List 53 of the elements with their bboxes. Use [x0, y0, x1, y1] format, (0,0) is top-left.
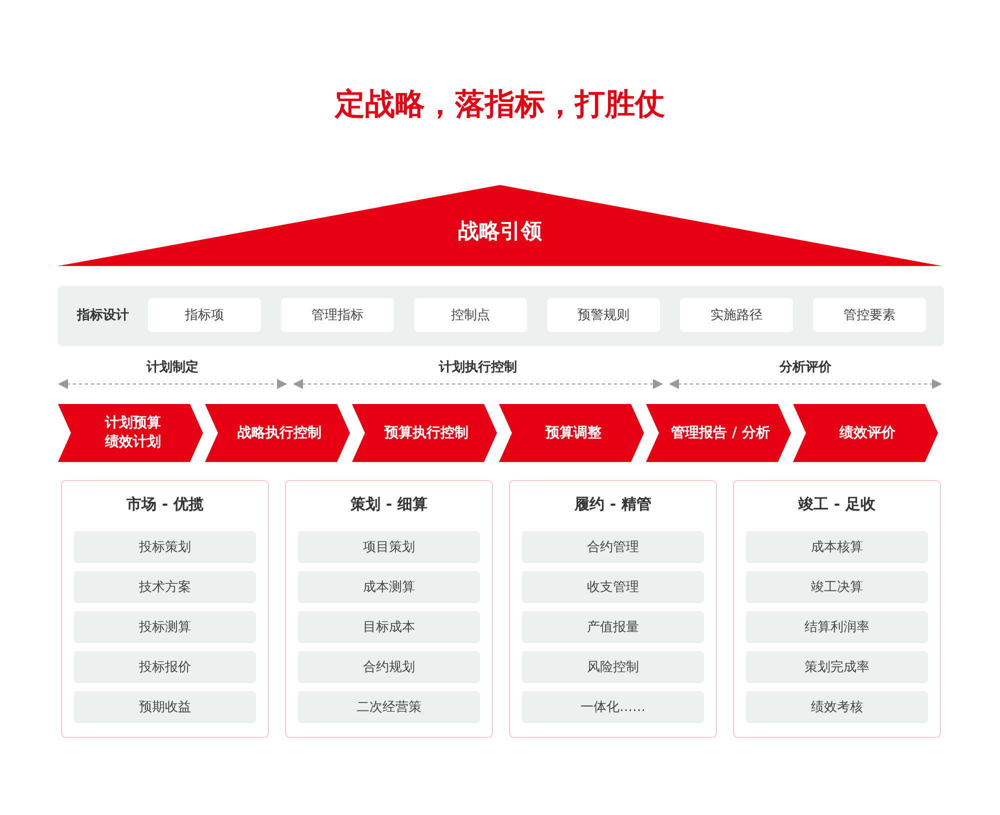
step-label: 预算调整 [544, 424, 602, 443]
item-box: 风险控制 [522, 651, 704, 683]
indicator-box: 管控要素 [813, 298, 926, 332]
item-box: 收支管理 [522, 571, 704, 603]
process-step [352, 404, 497, 462]
indicator-box: 管理指标 [281, 298, 394, 332]
item-box: 二次经营策 [298, 691, 480, 723]
process-step [646, 404, 791, 462]
card-heading: 履约 - 精管 [573, 494, 652, 514]
roof-triangle [58, 185, 942, 266]
item-box: 投标策划 [74, 531, 256, 563]
item-box: 合约规划 [298, 651, 480, 683]
phase-label: 计划制定 [145, 358, 200, 377]
item-box: 绩效考核 [746, 691, 928, 723]
card-heading: 竣工 - 足收 [797, 494, 876, 514]
title: 定战略，落指标，打胜仗 [334, 86, 666, 124]
stage-card [285, 480, 493, 738]
indicator-box: 指标项 [148, 298, 261, 332]
step-label: 管理报告 / 分析 [670, 424, 771, 443]
item-box: 竣工决算 [746, 571, 928, 603]
step-label: 战略执行控制 [236, 424, 322, 443]
item-box: 目标成本 [298, 611, 480, 643]
item-box: 合约管理 [522, 531, 704, 563]
item-box: 产值报量 [522, 611, 704, 643]
process-step [499, 404, 644, 462]
phase-label: 计划执行控制 [438, 359, 518, 377]
indicator-box: 实施路径 [680, 298, 793, 332]
stage-card [509, 480, 717, 738]
item-box: 投标测算 [74, 611, 256, 643]
item-box: 成本测算 [298, 571, 480, 603]
phase-label: 分析评价 [778, 359, 832, 377]
stage-card [733, 480, 941, 738]
item-box: 成本核算 [746, 531, 928, 563]
card-heading: 市场 - 优揽 [126, 494, 204, 514]
stage-card [61, 480, 269, 738]
step-label: 计划预算绩效计划 [104, 414, 162, 452]
item-box: 技术方案 [74, 571, 256, 603]
indicator-box: 预警规则 [547, 298, 660, 332]
item-box: 策划完成率 [746, 651, 928, 683]
process-step [793, 404, 938, 462]
item-box: 项目策划 [298, 531, 480, 563]
card-heading: 策划 - 细算 [350, 494, 428, 514]
item-box: 投标报价 [74, 651, 256, 683]
process-step [58, 404, 203, 462]
band-label: 指标设计 [76, 307, 130, 325]
step-label: 预算执行控制 [383, 424, 470, 443]
step-label: 绩效评价 [838, 424, 896, 443]
roof-label: 战略引领 [457, 218, 543, 245]
item-box: 预期收益 [74, 691, 256, 723]
indicator-box: 控制点 [414, 298, 527, 332]
item-box: 一体化…… [522, 691, 704, 723]
process-step [205, 404, 350, 462]
item-box: 结算利润率 [746, 611, 928, 643]
